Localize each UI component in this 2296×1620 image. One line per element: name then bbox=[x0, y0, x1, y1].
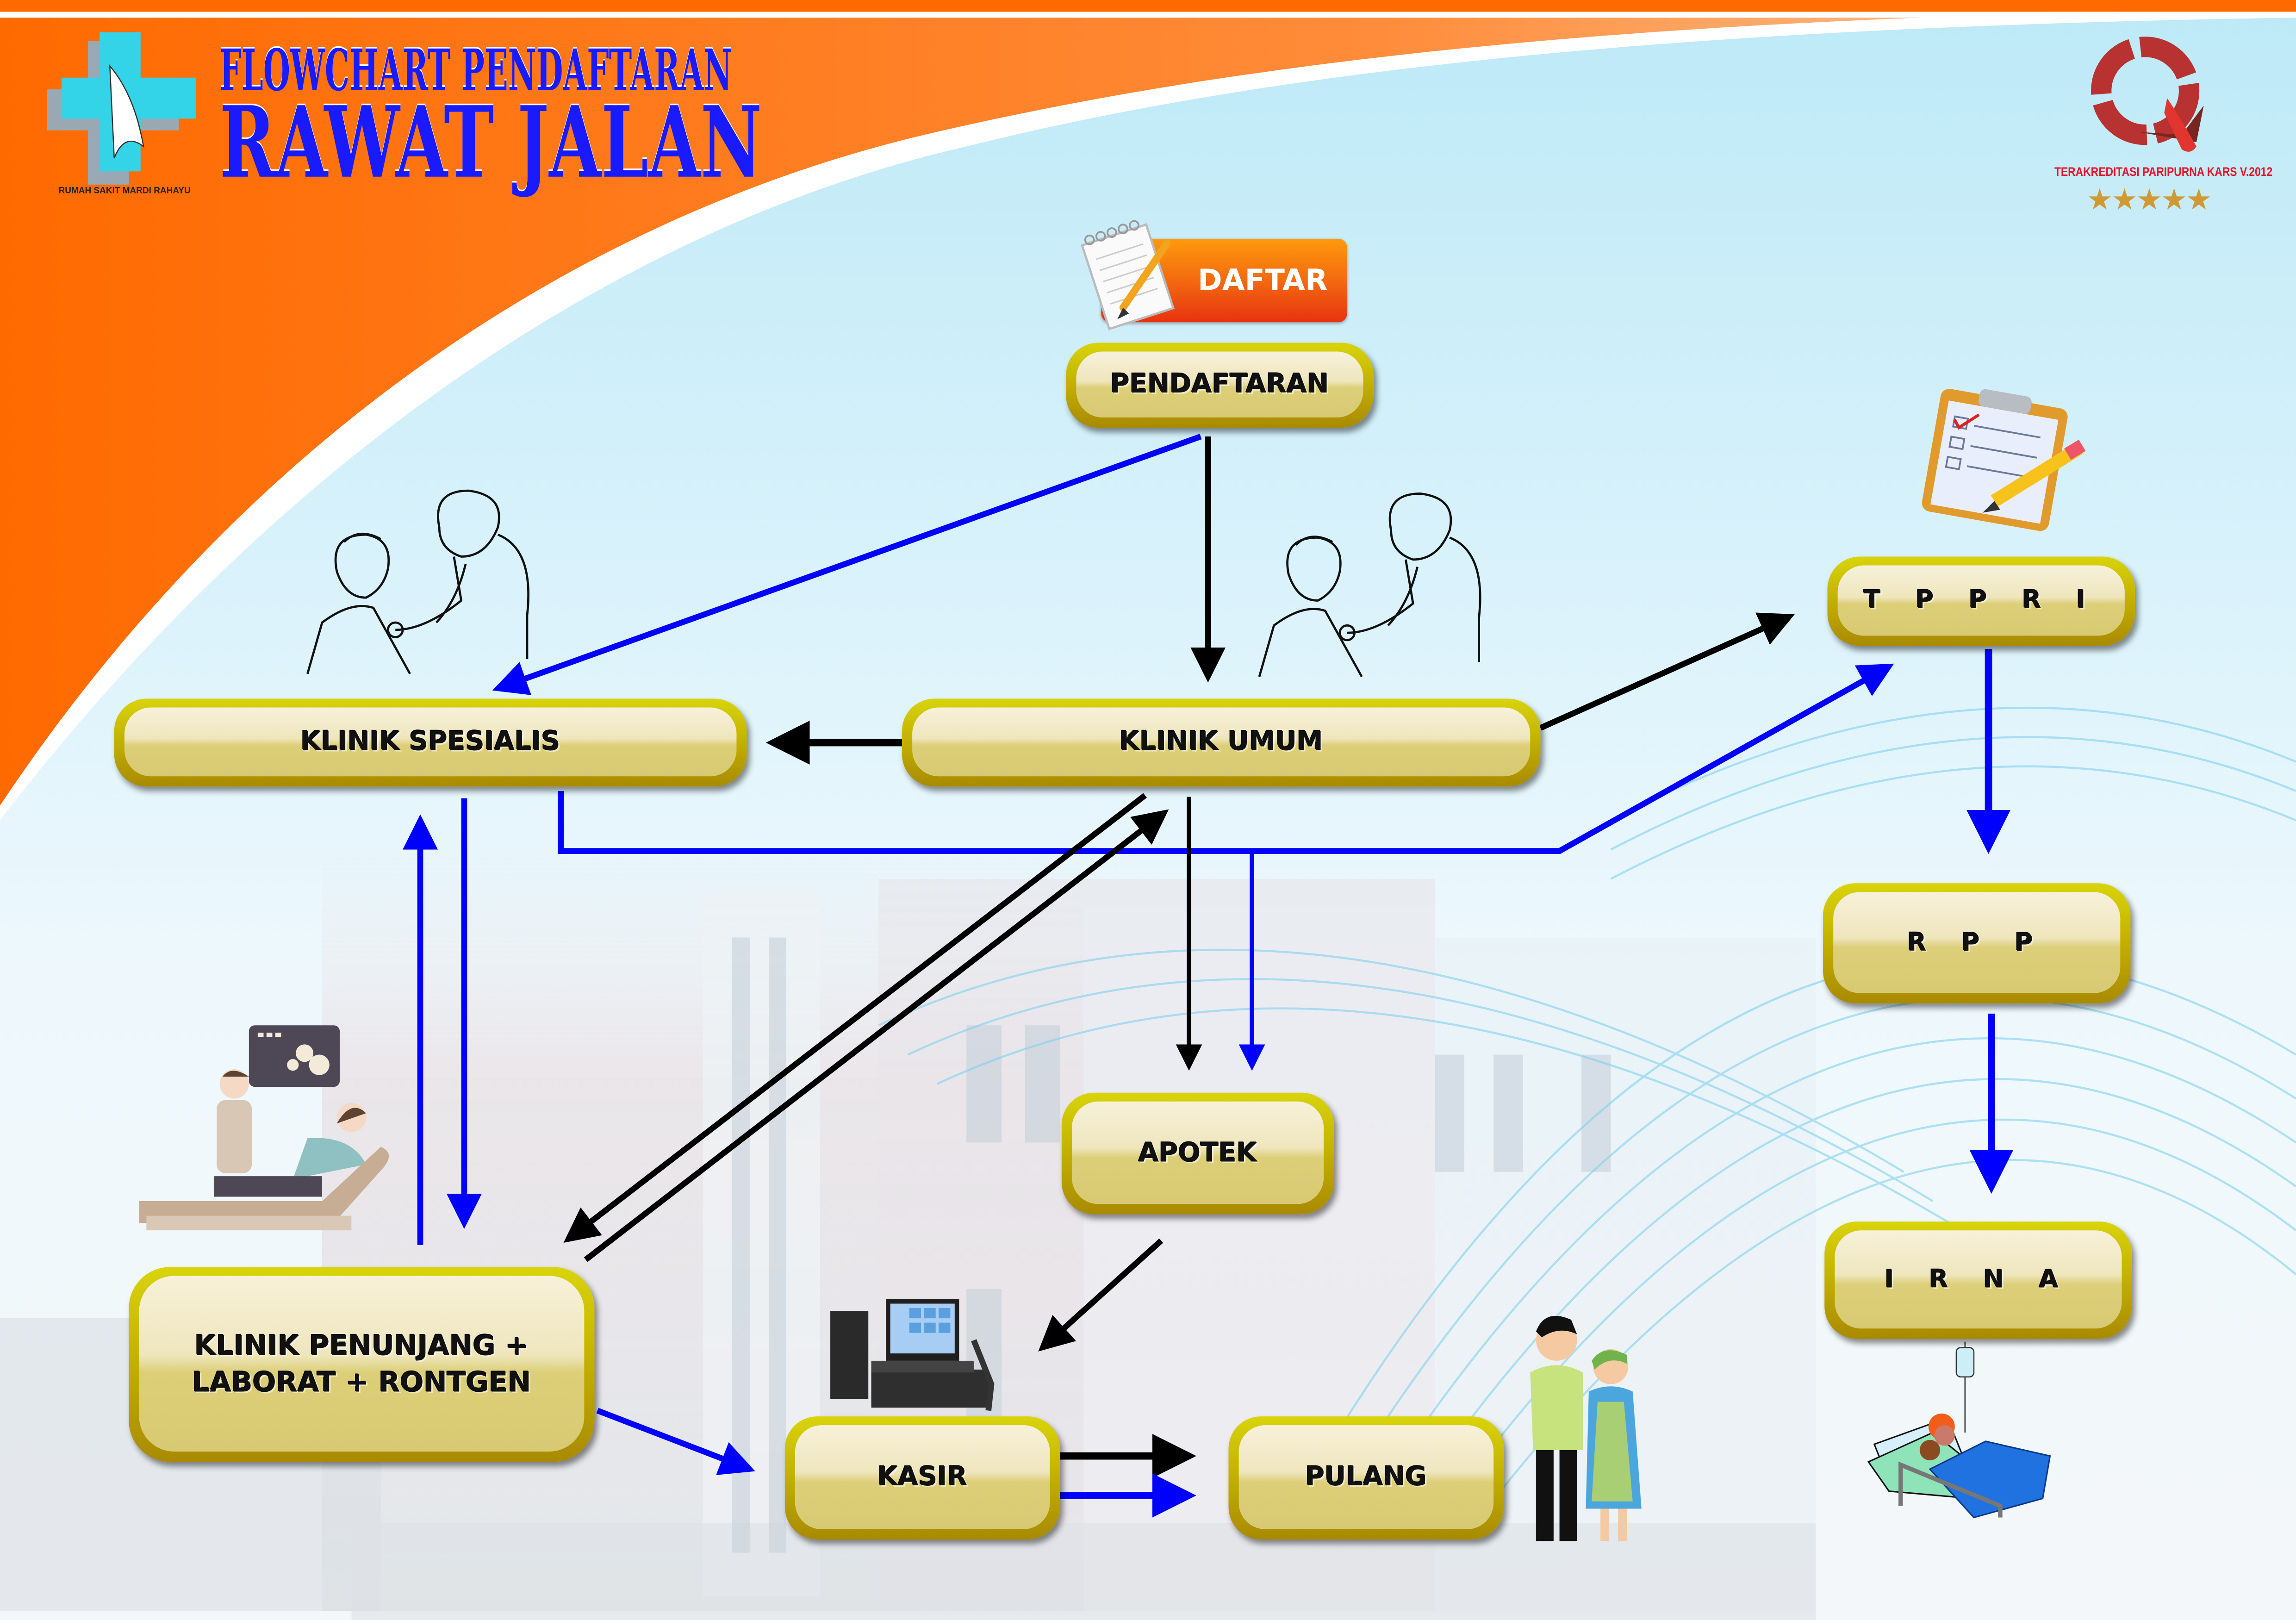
notepad-pencil-icon bbox=[1081, 220, 1175, 330]
doctor-patient-illustration-center bbox=[1258, 492, 1481, 678]
arrow-apotek-to-kasir bbox=[1038, 1238, 1164, 1352]
node-klinik-penunjang-label: KLINIK PENUNJANG + LABORAT + RONTGEN bbox=[192, 1328, 531, 1401]
title-line-2: RAWAT JALAN bbox=[219, 85, 762, 201]
ultrasound-exam-illustration bbox=[139, 1025, 389, 1231]
node-pendaftaran[interactable]: PENDAFTARAN bbox=[1066, 343, 1374, 428]
hospital-cross-logo-icon bbox=[47, 32, 196, 185]
node-klinik-spesialis[interactable]: KLINIK SPESIALIS bbox=[114, 698, 747, 787]
arrow-pendaftaran-to-klinik-spesialis bbox=[492, 434, 1202, 695]
hospital-bed-patient-illustration bbox=[1867, 1341, 2051, 1519]
hospital-name: RUMAH SAKIT MARDI RAHAYU bbox=[58, 187, 191, 197]
cash-register-pos-icon bbox=[830, 1299, 995, 1411]
clipboard-checklist-icon bbox=[1922, 389, 2086, 531]
node-klinik-penunjang[interactable]: KLINIK PENUNJANG + LABORAT + RONTGEN bbox=[129, 1267, 595, 1462]
node-kasir-label: KASIR bbox=[877, 1462, 968, 1493]
title-line-1: FLOWCHART PENDAFTARAN bbox=[219, 38, 732, 106]
node-kasir[interactable]: KASIR bbox=[784, 1416, 1060, 1539]
node-klinik-spesialis-label: KLINIK SPESIALIS bbox=[300, 727, 560, 758]
node-klinik-umum-label: KLINIK UMUM bbox=[1119, 727, 1323, 758]
patients-going-home-illustration bbox=[1530, 1315, 1642, 1541]
arrow-klinik-umum-to-klinik-penunjang bbox=[563, 793, 1147, 1243]
daftar-button-label: DAFTAR bbox=[1198, 262, 1328, 298]
accreditation-stars: ★★★★★ bbox=[2086, 181, 2212, 217]
node-klinik-penunjang-label-line1: KLINIK PENUNJANG + bbox=[194, 1329, 529, 1362]
kars-accreditation-logo-icon bbox=[2091, 37, 2204, 152]
node-irna-label: I R N A bbox=[1885, 1265, 2072, 1295]
accreditation-text: TERAKREDITASI PARIPURNA KARS V.2012 bbox=[2054, 164, 2273, 179]
header-swoosh bbox=[0, 0, 2296, 806]
node-irna[interactable]: I R N A bbox=[1824, 1221, 2132, 1339]
node-pendaftaran-label: PENDAFTARAN bbox=[1110, 369, 1329, 400]
arrow-klinik-spesialis-to-tppri bbox=[558, 663, 1894, 854]
node-pulang-label: PULANG bbox=[1305, 1462, 1427, 1493]
doctor-patient-illustration-left bbox=[306, 489, 529, 674]
node-apotek-label: APOTEK bbox=[1138, 1138, 1257, 1169]
node-apotek[interactable]: APOTEK bbox=[1061, 1092, 1334, 1215]
node-tppri-label: T P P R I bbox=[1863, 586, 2099, 616]
node-klinik-umum[interactable]: KLINIK UMUM bbox=[902, 698, 1541, 787]
node-tppri[interactable]: T P P R I bbox=[1827, 556, 2135, 646]
arrow-klinik-penunjang-to-klinik-umum bbox=[584, 809, 1169, 1262]
node-klinik-penunjang-label-line2: LABORAT + RONTGEN bbox=[192, 1365, 531, 1398]
node-pulang[interactable]: PULANG bbox=[1228, 1416, 1504, 1539]
arrow-klinik-umum-to-tppri bbox=[1539, 612, 1795, 731]
node-rpp[interactable]: R P P bbox=[1823, 883, 2131, 1003]
node-rpp-label: R P P bbox=[1907, 928, 2047, 958]
arrow-klinik-penunjang-to-kasir bbox=[596, 1408, 755, 1475]
